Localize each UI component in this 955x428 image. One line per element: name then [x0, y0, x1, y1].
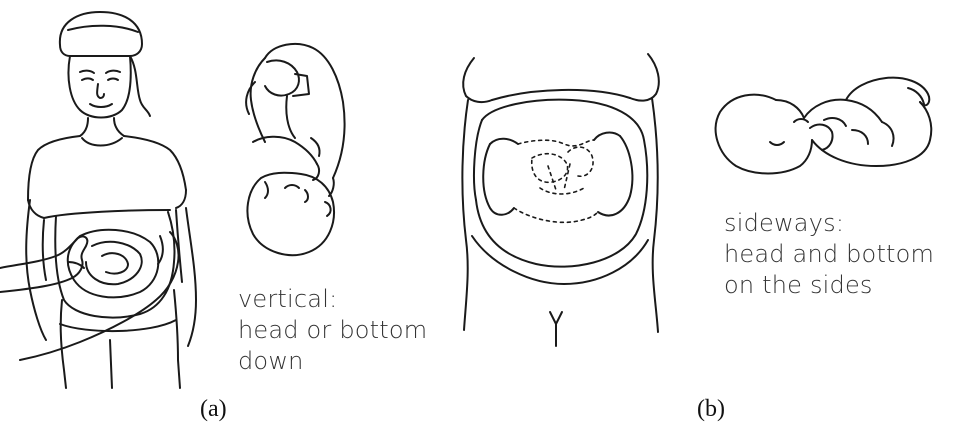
vertical-position-caption: vertical: head or bottom down	[238, 284, 427, 377]
caption-line: head and bottom	[724, 239, 934, 270]
sideways-position-caption: sideways: head and bottom on the sides	[724, 208, 934, 301]
fetus-vertical-illustration	[225, 38, 365, 263]
caption-line: on the sides	[724, 270, 934, 301]
caption-line: head or bottom	[238, 315, 427, 346]
panel-a-label: (a)	[200, 396, 227, 423]
caption-line: down	[238, 346, 427, 377]
panel-b-label: (b)	[697, 396, 725, 423]
woman-abdominal-exam-illustration	[0, 0, 220, 390]
fetus-sideways-illustration	[712, 70, 942, 182]
belly-sideways-illustration	[452, 40, 667, 350]
caption-line: sideways:	[724, 208, 934, 239]
caption-line: vertical:	[238, 284, 427, 315]
